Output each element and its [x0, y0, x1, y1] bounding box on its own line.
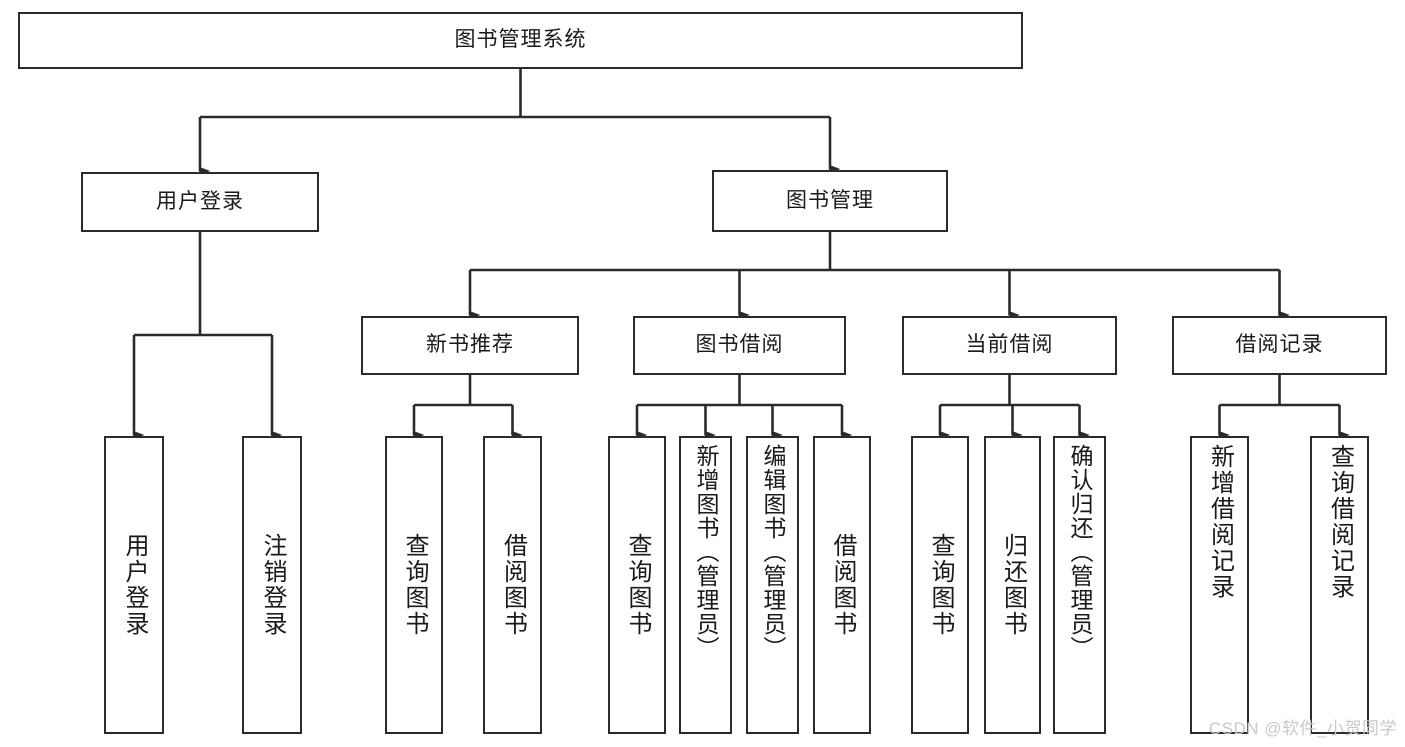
node-label: 归还图书: [999, 533, 1027, 637]
node-leaf-borrow-book-1[interactable]: 借阅图书: [483, 436, 542, 734]
node-leaf-add-book[interactable]: 新增图书（管理员）: [679, 436, 732, 734]
node-label: 新增图书（管理员）: [693, 444, 719, 660]
node-label: 借阅图书: [499, 533, 527, 637]
node-leaf-return-book[interactable]: 归还图书: [984, 436, 1041, 734]
node-label: 确认归还（管理员）: [1067, 444, 1093, 660]
node-borrow-record[interactable]: 借阅记录: [1172, 316, 1387, 375]
node-root[interactable]: 图书管理系统: [18, 12, 1023, 69]
node-label: 查询借阅记录: [1326, 444, 1354, 600]
node-label: 图书管理: [786, 188, 874, 212]
node-leaf-add-record[interactable]: 新增借阅记录: [1190, 436, 1249, 734]
node-leaf-query-book-1[interactable]: 查询图书: [385, 436, 443, 734]
node-label: 借阅图书: [829, 533, 856, 637]
node-label: 注销登录: [259, 533, 286, 637]
node-label: 新书推荐: [426, 333, 514, 357]
node-user-login[interactable]: 用户登录: [81, 172, 319, 232]
watermark-label: CSDN @软件_小贺同学: [1208, 719, 1397, 738]
node-leaf-query-record[interactable]: 查询借阅记录: [1310, 436, 1369, 734]
node-label: 图书借阅: [695, 333, 784, 357]
node-label: 图书管理系统: [454, 28, 587, 52]
node-new-book-rec[interactable]: 新书推荐: [361, 316, 579, 375]
node-current-borrow[interactable]: 当前借阅: [902, 316, 1117, 375]
node-label: 用户登录: [121, 533, 148, 637]
node-leaf-edit-book[interactable]: 编辑图书（管理员）: [746, 436, 799, 734]
node-leaf-borrow-book-2[interactable]: 借阅图书: [813, 436, 871, 734]
node-book-borrow[interactable]: 图书借阅: [633, 316, 846, 375]
node-label: 用户登录: [156, 189, 244, 213]
node-label: 查询图书: [401, 533, 428, 637]
node-label: 编辑图书（管理员）: [760, 444, 786, 660]
node-label: 新增借阅记录: [1206, 444, 1234, 600]
node-leaf-confirm-return[interactable]: 确认归还（管理员）: [1053, 436, 1106, 734]
node-leaf-user-login[interactable]: 用户登录: [104, 436, 164, 734]
node-leaf-query-book-2[interactable]: 查询图书: [608, 436, 666, 734]
node-label: 借阅记录: [1235, 333, 1324, 357]
node-label: 查询图书: [624, 533, 651, 637]
node-leaf-query-book-3[interactable]: 查询图书: [911, 436, 969, 734]
node-label: 当前借阅: [965, 333, 1054, 357]
node-book-manage[interactable]: 图书管理: [712, 170, 948, 232]
node-leaf-user-logout[interactable]: 注销登录: [242, 436, 302, 734]
node-label: 查询图书: [927, 533, 954, 637]
